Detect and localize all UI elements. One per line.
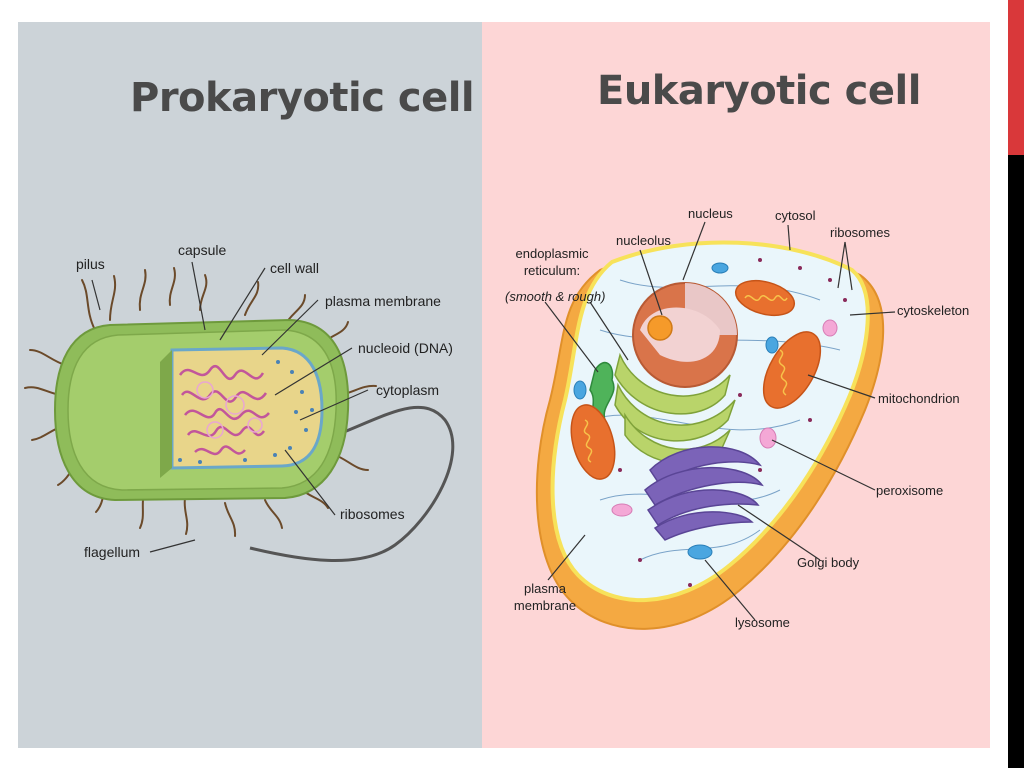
side-bar [1008, 0, 1024, 768]
flagellum-shape [249, 405, 455, 562]
eukaryote-title: Eukaryotic cell [597, 68, 921, 114]
label-golgi: Golgi body [797, 555, 860, 570]
label-nucleus: nucleus [688, 206, 733, 221]
lysosome-shapes [573, 262, 779, 560]
eukaryote-leader-lines [544, 221, 896, 621]
label-capsule: capsule [178, 242, 227, 258]
label-pilus: pilus [76, 256, 105, 272]
label-er-line1: endoplasmic [515, 246, 589, 261]
nucleolus-shape [647, 315, 673, 341]
label-cytoskeleton: cytoskeleton [897, 303, 970, 318]
mitochondrion-shapes [570, 279, 822, 480]
label-plasma-membrane: plasma membrane [325, 293, 441, 309]
label-peroxisome: peroxisome [876, 483, 944, 498]
euk-ribosome-dots [618, 258, 847, 587]
label-ribosomes: ribosomes [340, 506, 405, 522]
label-pm-line1: plasma [524, 581, 566, 596]
prokaryote-title: Prokaryotic cell [130, 75, 475, 121]
label-flagellum: flagellum [84, 544, 141, 560]
prokaryote-leader-lines [91, 261, 369, 553]
label-ribosomes-euk: ribosomes [830, 225, 890, 240]
nucleoid-shape [178, 365, 270, 456]
peroxisome-shapes [611, 319, 838, 517]
ribosome-dots [178, 360, 314, 464]
label-cytoplasm: cytoplasm [376, 382, 440, 398]
label-er-line2: reticulum: [523, 263, 581, 278]
accent-bar [1008, 0, 1024, 155]
label-pm-line2: membrane [513, 598, 577, 613]
label-cell-wall: cell wall [270, 260, 320, 276]
label-lysosome: lysosome [735, 615, 790, 630]
label-er-note: (smooth & rough) [505, 289, 606, 304]
label-nucleolus: nucleolus [616, 233, 671, 248]
label-mitochondrion: mitochondrion [878, 391, 960, 406]
label-cytosol: cytosol [775, 208, 816, 223]
label-nucleoid: nucleoid (DNA) [358, 340, 453, 356]
golgi-shape [644, 446, 764, 541]
